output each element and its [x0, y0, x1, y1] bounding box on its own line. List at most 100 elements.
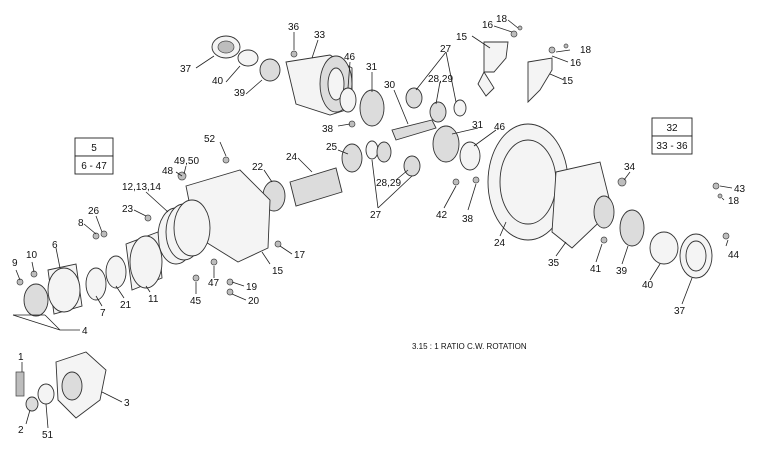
callout-30: 30 — [384, 80, 396, 91]
callout-28-29-top: 28,29 — [428, 74, 453, 85]
leader-18-far — [721, 197, 725, 201]
bearing-cup-top-inner — [217, 40, 235, 54]
bolt-1-shape — [15, 371, 25, 397]
callout-47: 47 — [208, 278, 220, 289]
leader-2 — [25, 409, 31, 425]
pin-18c-shape — [717, 193, 723, 199]
bearing-39-top-shape — [259, 58, 281, 82]
pin-18b-shape — [563, 43, 569, 49]
nut-41-shape — [600, 236, 608, 244]
reference-box-right: 32 33 - 36 — [651, 117, 693, 155]
plug-17-shape — [274, 240, 282, 248]
bearing-cap-15b-shape — [477, 71, 495, 97]
leader-24-right — [499, 221, 507, 237]
leader-30 — [393, 89, 409, 125]
leader-33 — [311, 39, 319, 59]
pinion-28-top-shape — [405, 87, 423, 109]
leader-48 — [175, 171, 183, 177]
callout-3: 3 — [124, 398, 130, 409]
callout-21: 21 — [120, 300, 132, 311]
callout-40-right: 40 — [642, 280, 654, 291]
callout-49-50: 49,50 — [174, 156, 199, 167]
housing-11-ring — [129, 235, 163, 289]
bolt-20-shape — [226, 288, 234, 296]
leader-18-top — [507, 19, 519, 29]
washer-51-shape — [37, 383, 55, 405]
callout-43: 43 — [734, 184, 746, 195]
callout-18-top: 18 — [496, 14, 508, 25]
leader-27-top-a — [415, 51, 447, 91]
callout-24-left: 24 — [286, 152, 298, 163]
flange-case-35-hub — [593, 195, 615, 229]
ref-box-right-top-text: 32 — [666, 123, 678, 134]
callout-16-right: 16 — [570, 58, 582, 69]
leader-39-right — [621, 245, 629, 265]
leader-43 — [719, 185, 733, 189]
leader-37-top — [195, 55, 215, 69]
callout-4: 4 — [82, 326, 88, 337]
leader-46-top — [347, 61, 351, 89]
callout-37-right: 37 — [674, 306, 686, 317]
pinion-28-mid-shape — [376, 141, 392, 163]
diff-case-bore — [327, 67, 345, 101]
bolt-8-shape — [92, 232, 100, 240]
callout-46-top: 46 — [344, 52, 356, 63]
callout-39-top: 39 — [234, 88, 246, 99]
leader-3 — [101, 391, 123, 403]
ring-40-top-shape — [237, 49, 259, 67]
spider-30-shape — [391, 119, 437, 141]
leader-18-right — [555, 49, 571, 53]
callout-28-29-mid: 28,29 — [376, 178, 401, 189]
pinion-28-lower-shape — [403, 155, 421, 177]
pinion-28-right-shape — [429, 101, 447, 123]
callout-38-mid: 38 — [462, 214, 474, 225]
leader-49-50 — [183, 165, 187, 175]
leader-27-top-b — [445, 51, 457, 103]
washer-46-right-shape — [459, 141, 481, 171]
leader-15-lower — [261, 251, 271, 265]
ref-box-right-bottom — [651, 135, 693, 155]
flange-case-35-shape — [551, 161, 613, 249]
callout-15-lower: 15 — [272, 266, 284, 277]
leader-27-mid-a — [371, 159, 379, 209]
leader-38-top — [337, 123, 351, 127]
leader-24-left — [297, 157, 313, 173]
bolt-26-shape — [100, 230, 108, 238]
side-gear-31-right-shape — [432, 125, 460, 163]
callout-48: 48 — [162, 166, 174, 177]
callout-10: 10 — [26, 250, 38, 261]
leader-6 — [55, 247, 61, 269]
washer-46-top-shape — [339, 87, 357, 113]
callout-15-top: 15 — [456, 32, 468, 43]
bearing-cap-15c-shape — [527, 57, 553, 104]
leader-16-top — [493, 25, 513, 33]
callout-51: 51 — [42, 430, 54, 441]
callout-2: 2 — [18, 425, 24, 436]
seal-4-shape — [23, 283, 49, 317]
leader-39-top — [245, 79, 263, 95]
leader-46-right — [473, 129, 497, 147]
callout-31-right: 31 — [472, 120, 484, 131]
callout-27-top: 27 — [440, 44, 452, 55]
callout-35: 35 — [548, 258, 560, 269]
ring-gear-24-inner — [499, 139, 557, 225]
ref-box-left-top-text: 5 — [91, 143, 97, 154]
callout-25: 25 — [326, 142, 338, 153]
callout-12-13-14: 12,13,14 — [122, 182, 161, 193]
leader-28-top — [435, 81, 441, 105]
leader-4b — [44, 314, 61, 331]
bearing-39-right-shape — [619, 209, 645, 247]
callout-45: 45 — [190, 296, 202, 307]
callout-19: 19 — [246, 282, 258, 293]
pin-18a-shape — [517, 25, 523, 31]
bolt-16b-shape — [548, 46, 556, 54]
callout-33: 33 — [314, 30, 326, 41]
callout-1: 1 — [18, 352, 24, 363]
ring-7-shape — [85, 267, 107, 301]
callout-46-right: 46 — [494, 122, 506, 133]
callout-26: 26 — [88, 206, 100, 217]
leader-41 — [595, 243, 603, 263]
callout-labels: 1 2 3 4 51 6 7 8 9 10 11 12,13,14 15 15 … — [12, 14, 746, 441]
leader-26 — [95, 215, 103, 233]
